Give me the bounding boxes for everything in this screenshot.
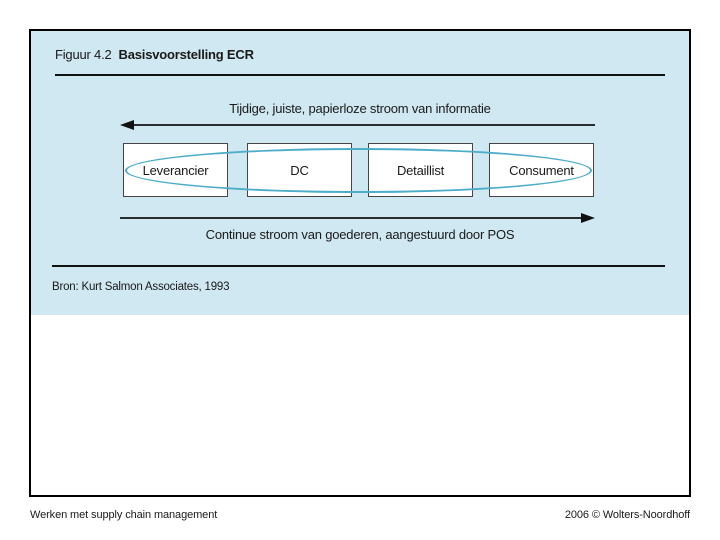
figure-panel: Figuur 4.2 Basisvoorstelling ECR Tijdige,…: [31, 31, 689, 315]
node-consument-label: Consument: [509, 162, 574, 178]
source-divider: [52, 265, 665, 267]
goods-flow-arrow: [120, 213, 595, 223]
node-dc-label: DC: [290, 162, 309, 178]
slide: Figuur 4.2 Basisvoorstelling ECR Tijdige,…: [29, 29, 691, 497]
footer-book-title: Werken met supply chain management: [30, 509, 218, 521]
information-flow-label: Tijdige, juiste, papierloze stroom van i…: [229, 101, 491, 116]
node-detaillist: Detaillist: [368, 143, 473, 197]
node-leverancier-label: Leverancier: [142, 162, 209, 178]
title-divider: [55, 74, 665, 76]
figure-title-text: Basisvoorstelling ECR: [118, 47, 254, 62]
goods-flow-label: Continue stroom van goederen, aangestuur…: [205, 227, 515, 242]
footer-copyright: 2006 © Wolters-Noordhoff: [564, 509, 690, 521]
footer: Werken met supply chain management 2006 …: [30, 509, 690, 521]
node-detaillist-label: Detaillist: [396, 162, 445, 178]
figure-title: Figuur 4.2 Basisvoorstelling ECR: [55, 47, 254, 62]
information-flow-arrow: [120, 120, 595, 130]
node-leverancier: Leverancier: [123, 143, 228, 197]
source-note: Bron: Kurt Salmon Associates, 1993: [52, 281, 230, 293]
node-consument: Consument: [489, 143, 594, 197]
node-dc: DC: [247, 143, 352, 197]
figure-label: Figuur 4.2: [55, 47, 112, 62]
